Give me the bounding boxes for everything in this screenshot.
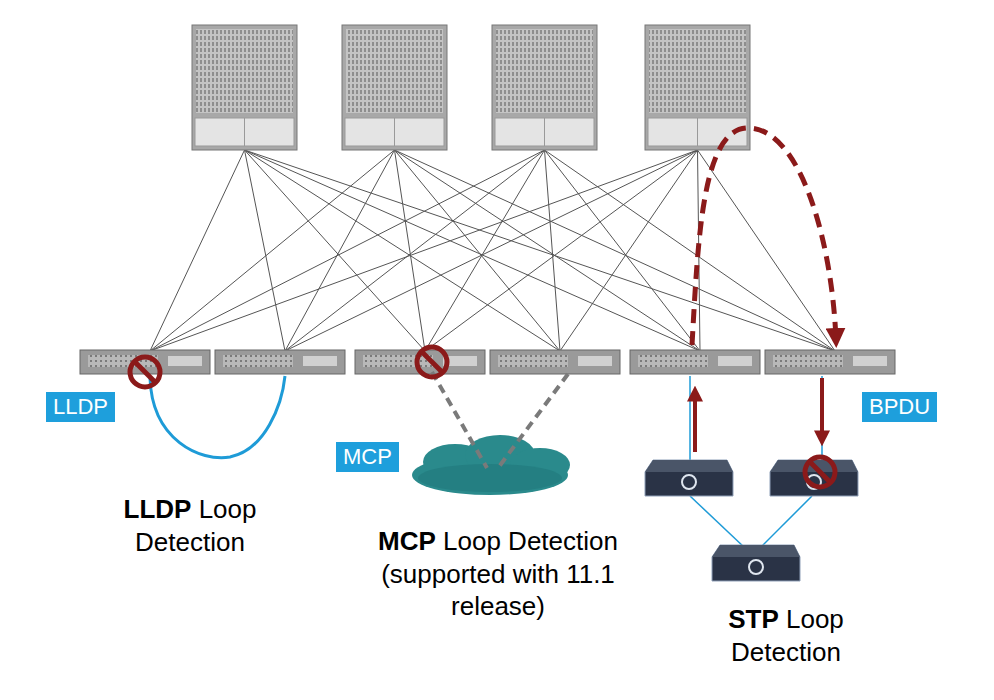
spine-chassis (342, 25, 447, 150)
caption-text: MCP Loop Detection (supported with 11.1 … (378, 525, 618, 623)
leaf-switches (80, 350, 895, 374)
fabric-link (425, 150, 545, 351)
external-network-cloud (412, 435, 570, 495)
fabric-link (285, 150, 395, 351)
fabric-links (150, 150, 835, 351)
bpdu-arrow (693, 392, 697, 452)
external-switches (645, 460, 858, 581)
external-switch (712, 545, 800, 581)
tag-box: MCP (336, 442, 399, 472)
fabric-link (245, 150, 286, 351)
caption-text: LLDP Loop Detection (90, 493, 290, 558)
blocked-symbol (805, 457, 835, 487)
fabric-link (395, 150, 426, 351)
blocked-symbol (417, 347, 447, 377)
fabric-link (150, 150, 395, 351)
external-switch (770, 460, 858, 496)
fabric-link (425, 150, 698, 351)
tag-box: LLDP (46, 392, 115, 422)
mcp-link (498, 374, 568, 468)
fabric-link (545, 150, 561, 351)
leaf-switch (630, 350, 760, 374)
fabric-link (245, 150, 561, 351)
mcp-link (432, 372, 487, 468)
fabric-link (285, 150, 698, 351)
fabric-link (150, 150, 698, 351)
tag-text: LLDP (53, 394, 108, 419)
fabric-link (285, 150, 545, 351)
fabric-link (698, 150, 836, 351)
fabric-link (395, 150, 701, 351)
leaf-switch (490, 350, 620, 374)
fabric-link (245, 150, 701, 351)
fabric-link (395, 150, 561, 351)
leaf-switch (215, 350, 345, 374)
tag-text: MCP (343, 444, 392, 469)
caption-text: STP Loop Detection (686, 603, 886, 668)
tag-text: BPDU (869, 394, 930, 419)
spine-chassis (192, 25, 297, 150)
fabric-link (560, 150, 698, 351)
spine-chassis (492, 25, 597, 150)
leaf-switch (765, 350, 895, 374)
bpdu-arrow (820, 378, 824, 440)
tag-box: BPDU (862, 392, 937, 422)
lldp-cable (150, 376, 285, 458)
bpdu-loop-path (692, 128, 836, 345)
fabric-link (245, 150, 836, 351)
external-switch (645, 460, 733, 496)
fabric-link (545, 150, 836, 351)
blocked-symbols (130, 347, 835, 487)
fabric-link (545, 150, 701, 351)
spine-switches (192, 25, 750, 150)
blocked-symbol (130, 357, 160, 387)
fabric-link (150, 150, 245, 351)
